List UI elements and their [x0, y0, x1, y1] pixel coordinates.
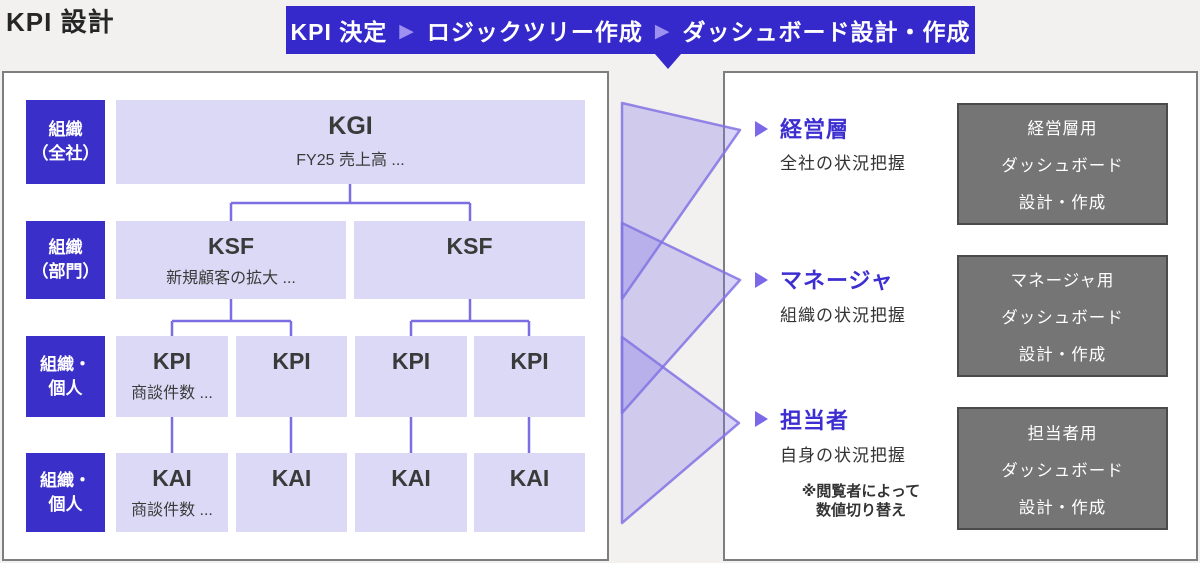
banner-step-3: ダッシュボード設計・作成	[682, 19, 971, 45]
kai-node-4: KAI	[474, 453, 585, 532]
dashboard-box-manager: マネージャ用 ダッシュボード 設計・作成	[957, 255, 1168, 377]
kpi-node-1: KPI 商談件数 ...	[116, 336, 228, 417]
kai-node-2: KAI	[236, 453, 347, 532]
audience-arrow-icon	[755, 411, 768, 427]
audience-description-manager: 組織の状況把握	[780, 306, 906, 325]
audience-arrow-icon	[755, 121, 768, 137]
flow-triangle-staff	[620, 335, 741, 525]
step-arrow-icon: ▶	[399, 20, 415, 42]
audience-arrow-icon	[755, 272, 768, 288]
kpi-node-2: KPI	[236, 336, 347, 417]
audience-heading-staff: 担当者	[780, 408, 850, 433]
row-label-org-individual-1: 組織・ 個人	[26, 336, 105, 417]
audience-description-executive: 全社の状況把握	[780, 154, 906, 173]
banner-step-1: KPI 決定	[290, 19, 388, 45]
banner-step-2: ロジックツリー作成	[426, 19, 643, 45]
dashboard-box-executive: 経営層用 ダッシュボード 設計・作成	[957, 103, 1168, 225]
ksf-node-1: KSF 新規顧客の拡大 ...	[116, 221, 346, 299]
dashboard-box-staff: 担当者用 ダッシュボード 設計・作成	[957, 407, 1168, 530]
kgi-node: KGI FY25 売上高 ...	[116, 100, 585, 184]
row-label-org-individual-2: 組織・ 個人	[26, 453, 105, 532]
process-banner: KPI 決定 ▶ ロジックツリー作成 ▶ ダッシュボード設計・作成	[286, 6, 975, 54]
row-label-department: 組織 （部門）	[26, 221, 105, 299]
audience-note-staff: ※閲覧者によって 数値切り替え	[801, 483, 921, 519]
banner-pointer-icon	[655, 54, 681, 69]
row-label-company: 組織 （全社）	[26, 100, 105, 184]
audience-heading-executive: 経営層	[780, 117, 850, 142]
kai-node-1: KAI 商談件数 ...	[116, 453, 228, 532]
ksf-node-2: KSF	[354, 221, 585, 299]
kai-node-3: KAI	[355, 453, 467, 532]
audience-heading-manager: マネージャ	[780, 268, 894, 293]
kpi-node-3: KPI	[355, 336, 467, 417]
kpi-node-4: KPI	[474, 336, 585, 417]
page-title: KPI 設計	[6, 7, 115, 37]
audience-description-staff: 自身の状況把握	[780, 446, 906, 465]
step-arrow-icon: ▶	[654, 20, 671, 42]
